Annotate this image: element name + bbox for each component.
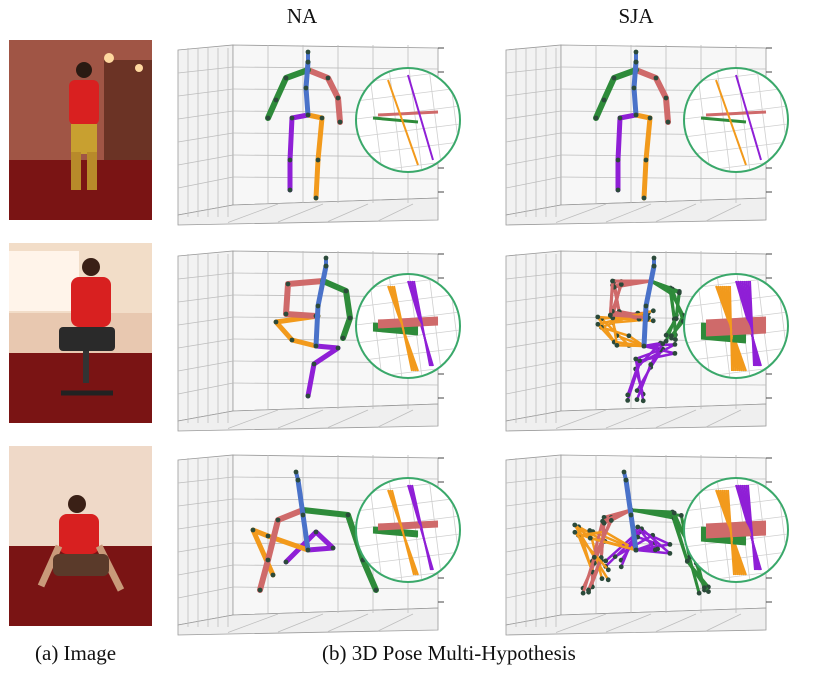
photo-row-2	[9, 243, 152, 423]
photo-row-3	[9, 446, 152, 626]
photo-row-1	[9, 40, 152, 220]
column-header-na: NA	[286, 4, 318, 28]
plot-na-row-1	[168, 30, 461, 230]
plot-sja-row-3	[496, 440, 789, 640]
plot-sja-row-1	[496, 30, 789, 230]
caption-multi-hypothesis: (b) 3D Pose Multi-Hypothesis	[322, 641, 576, 665]
plot-na-row-2	[168, 236, 461, 436]
plot-sja-row-2	[496, 236, 789, 436]
caption-image: (a) Image	[35, 641, 117, 665]
plot-na-row-3	[168, 440, 461, 640]
column-header-sja: SJA	[618, 4, 654, 28]
